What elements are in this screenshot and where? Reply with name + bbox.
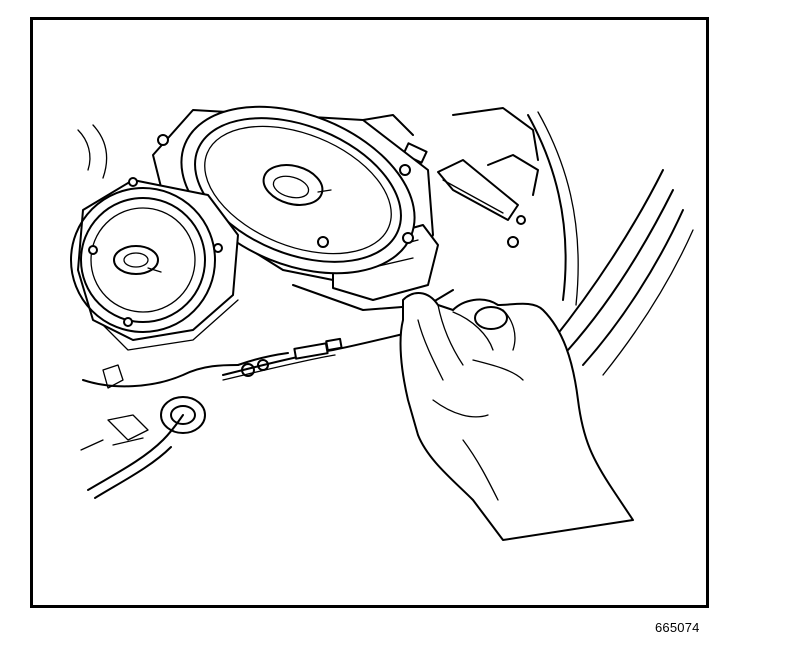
door-bracket: [402, 142, 539, 248]
hand: [399, 292, 634, 541]
body-panel: [77, 107, 694, 376]
wire-harness: [80, 352, 289, 499]
figure-id-label: 665074: [655, 620, 700, 635]
round-speaker: [70, 177, 239, 351]
illustration-frame: [30, 17, 709, 608]
speaker-wire-illustration: [70, 105, 694, 541]
